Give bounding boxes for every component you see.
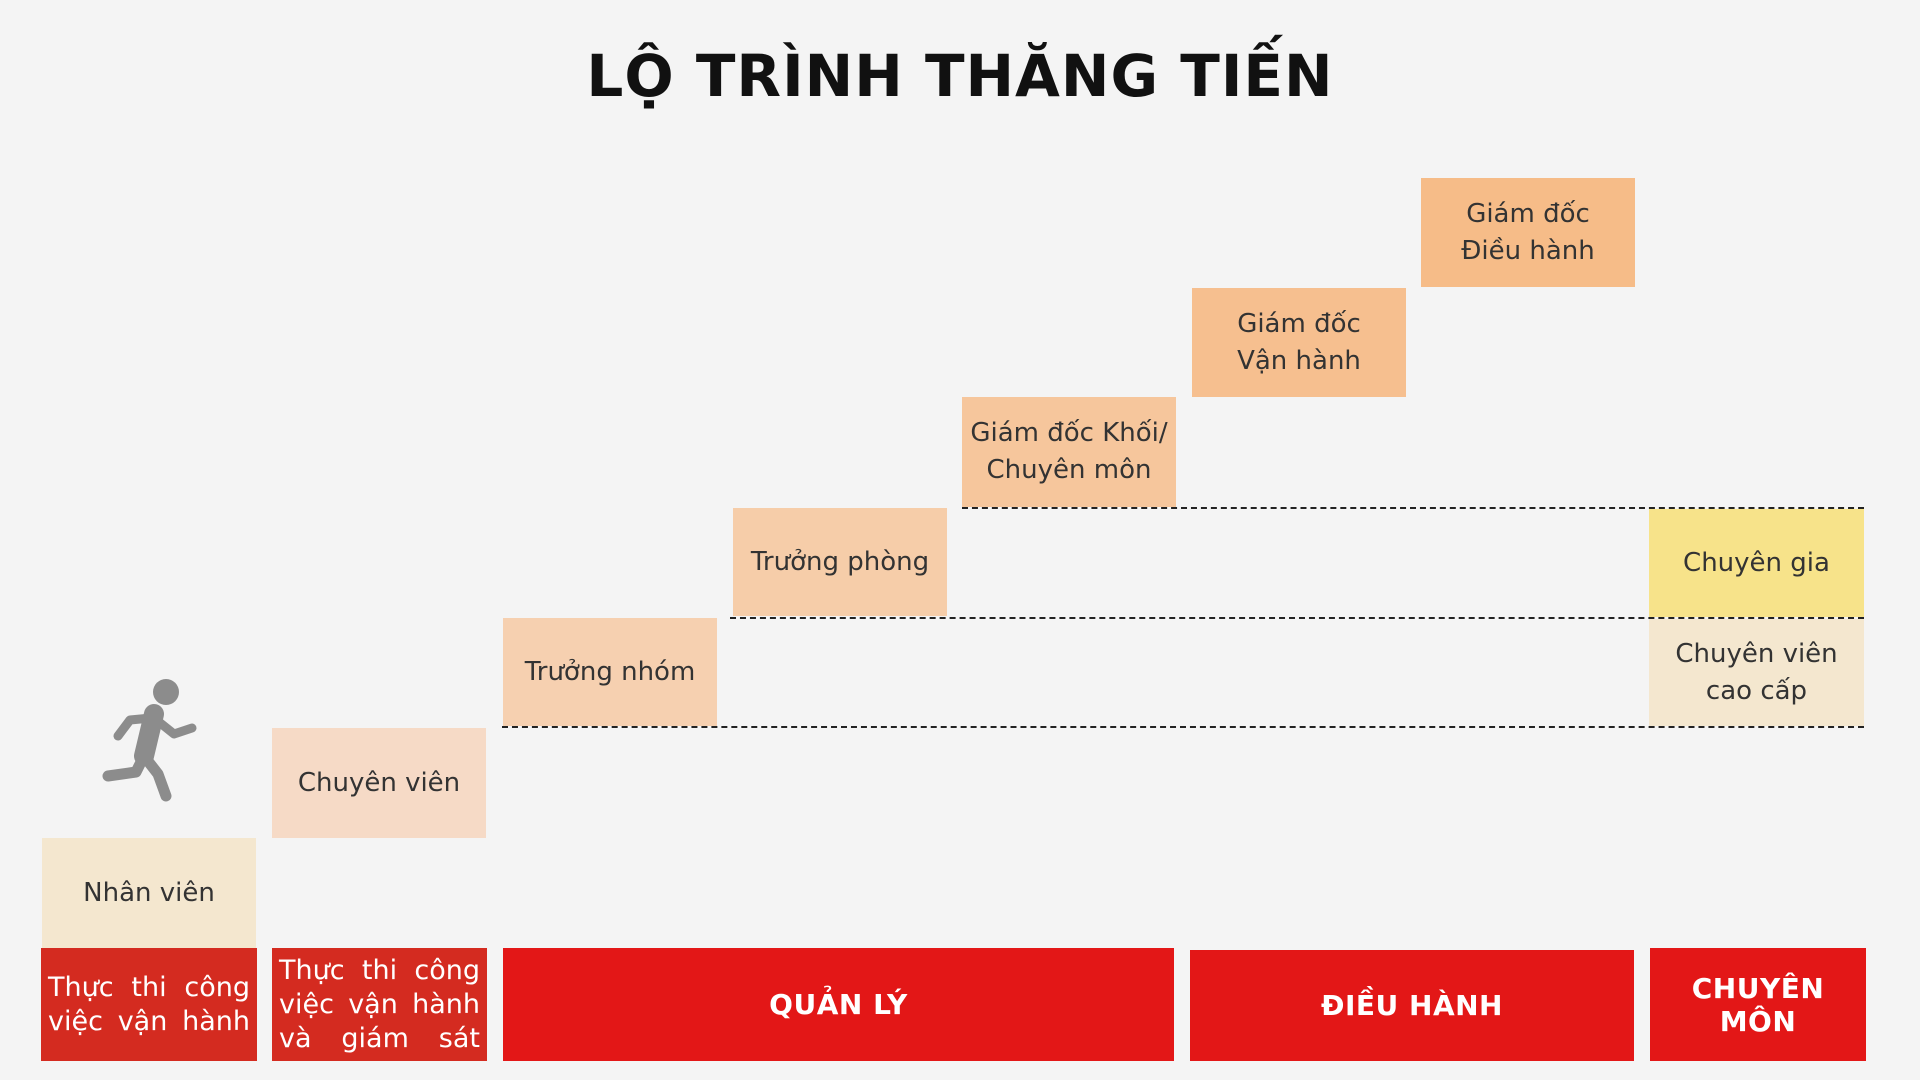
band-thuc-thi: Thực thi công việc vận hành bbox=[41, 948, 257, 1061]
band-dieu-hanh: ĐIỀU HÀNH bbox=[1190, 950, 1634, 1061]
level-nhan-vien: Nhân viên bbox=[42, 838, 256, 948]
level-truong-phong: Trưởng phòng bbox=[733, 508, 947, 616]
level-giam-doc-dieu-hanh: Giám đốc Điều hành bbox=[1421, 178, 1635, 287]
level-chuyen-vien: Chuyên viên bbox=[272, 728, 486, 838]
level-giam-doc-van-hanh: Giám đốc Vận hành bbox=[1192, 288, 1406, 397]
level-chuyen-gia: Chuyên gia bbox=[1649, 509, 1864, 617]
running-person-icon bbox=[102, 679, 197, 802]
level-giam-doc-khoi: Giám đốc Khối/ Chuyên môn bbox=[962, 397, 1176, 507]
band-quan-ly: QUẢN LÝ bbox=[503, 948, 1174, 1061]
band-thuc-thi-giam-sat: Thực thi công việc vận hành và giám sát bbox=[272, 948, 487, 1061]
dashed-guide-line bbox=[730, 617, 1864, 619]
page-title: LỘ TRÌNH THĂNG TIẾN bbox=[586, 42, 1334, 110]
dashed-guide-line bbox=[962, 507, 1864, 509]
band-chuyen-mon: CHUYÊN MÔN bbox=[1650, 948, 1866, 1061]
level-chuyen-vien-cao-cap: Chuyên viên cao cấp bbox=[1649, 619, 1864, 726]
level-truong-nhom: Trưởng nhóm bbox=[503, 618, 717, 726]
dashed-guide-line bbox=[502, 726, 1864, 728]
